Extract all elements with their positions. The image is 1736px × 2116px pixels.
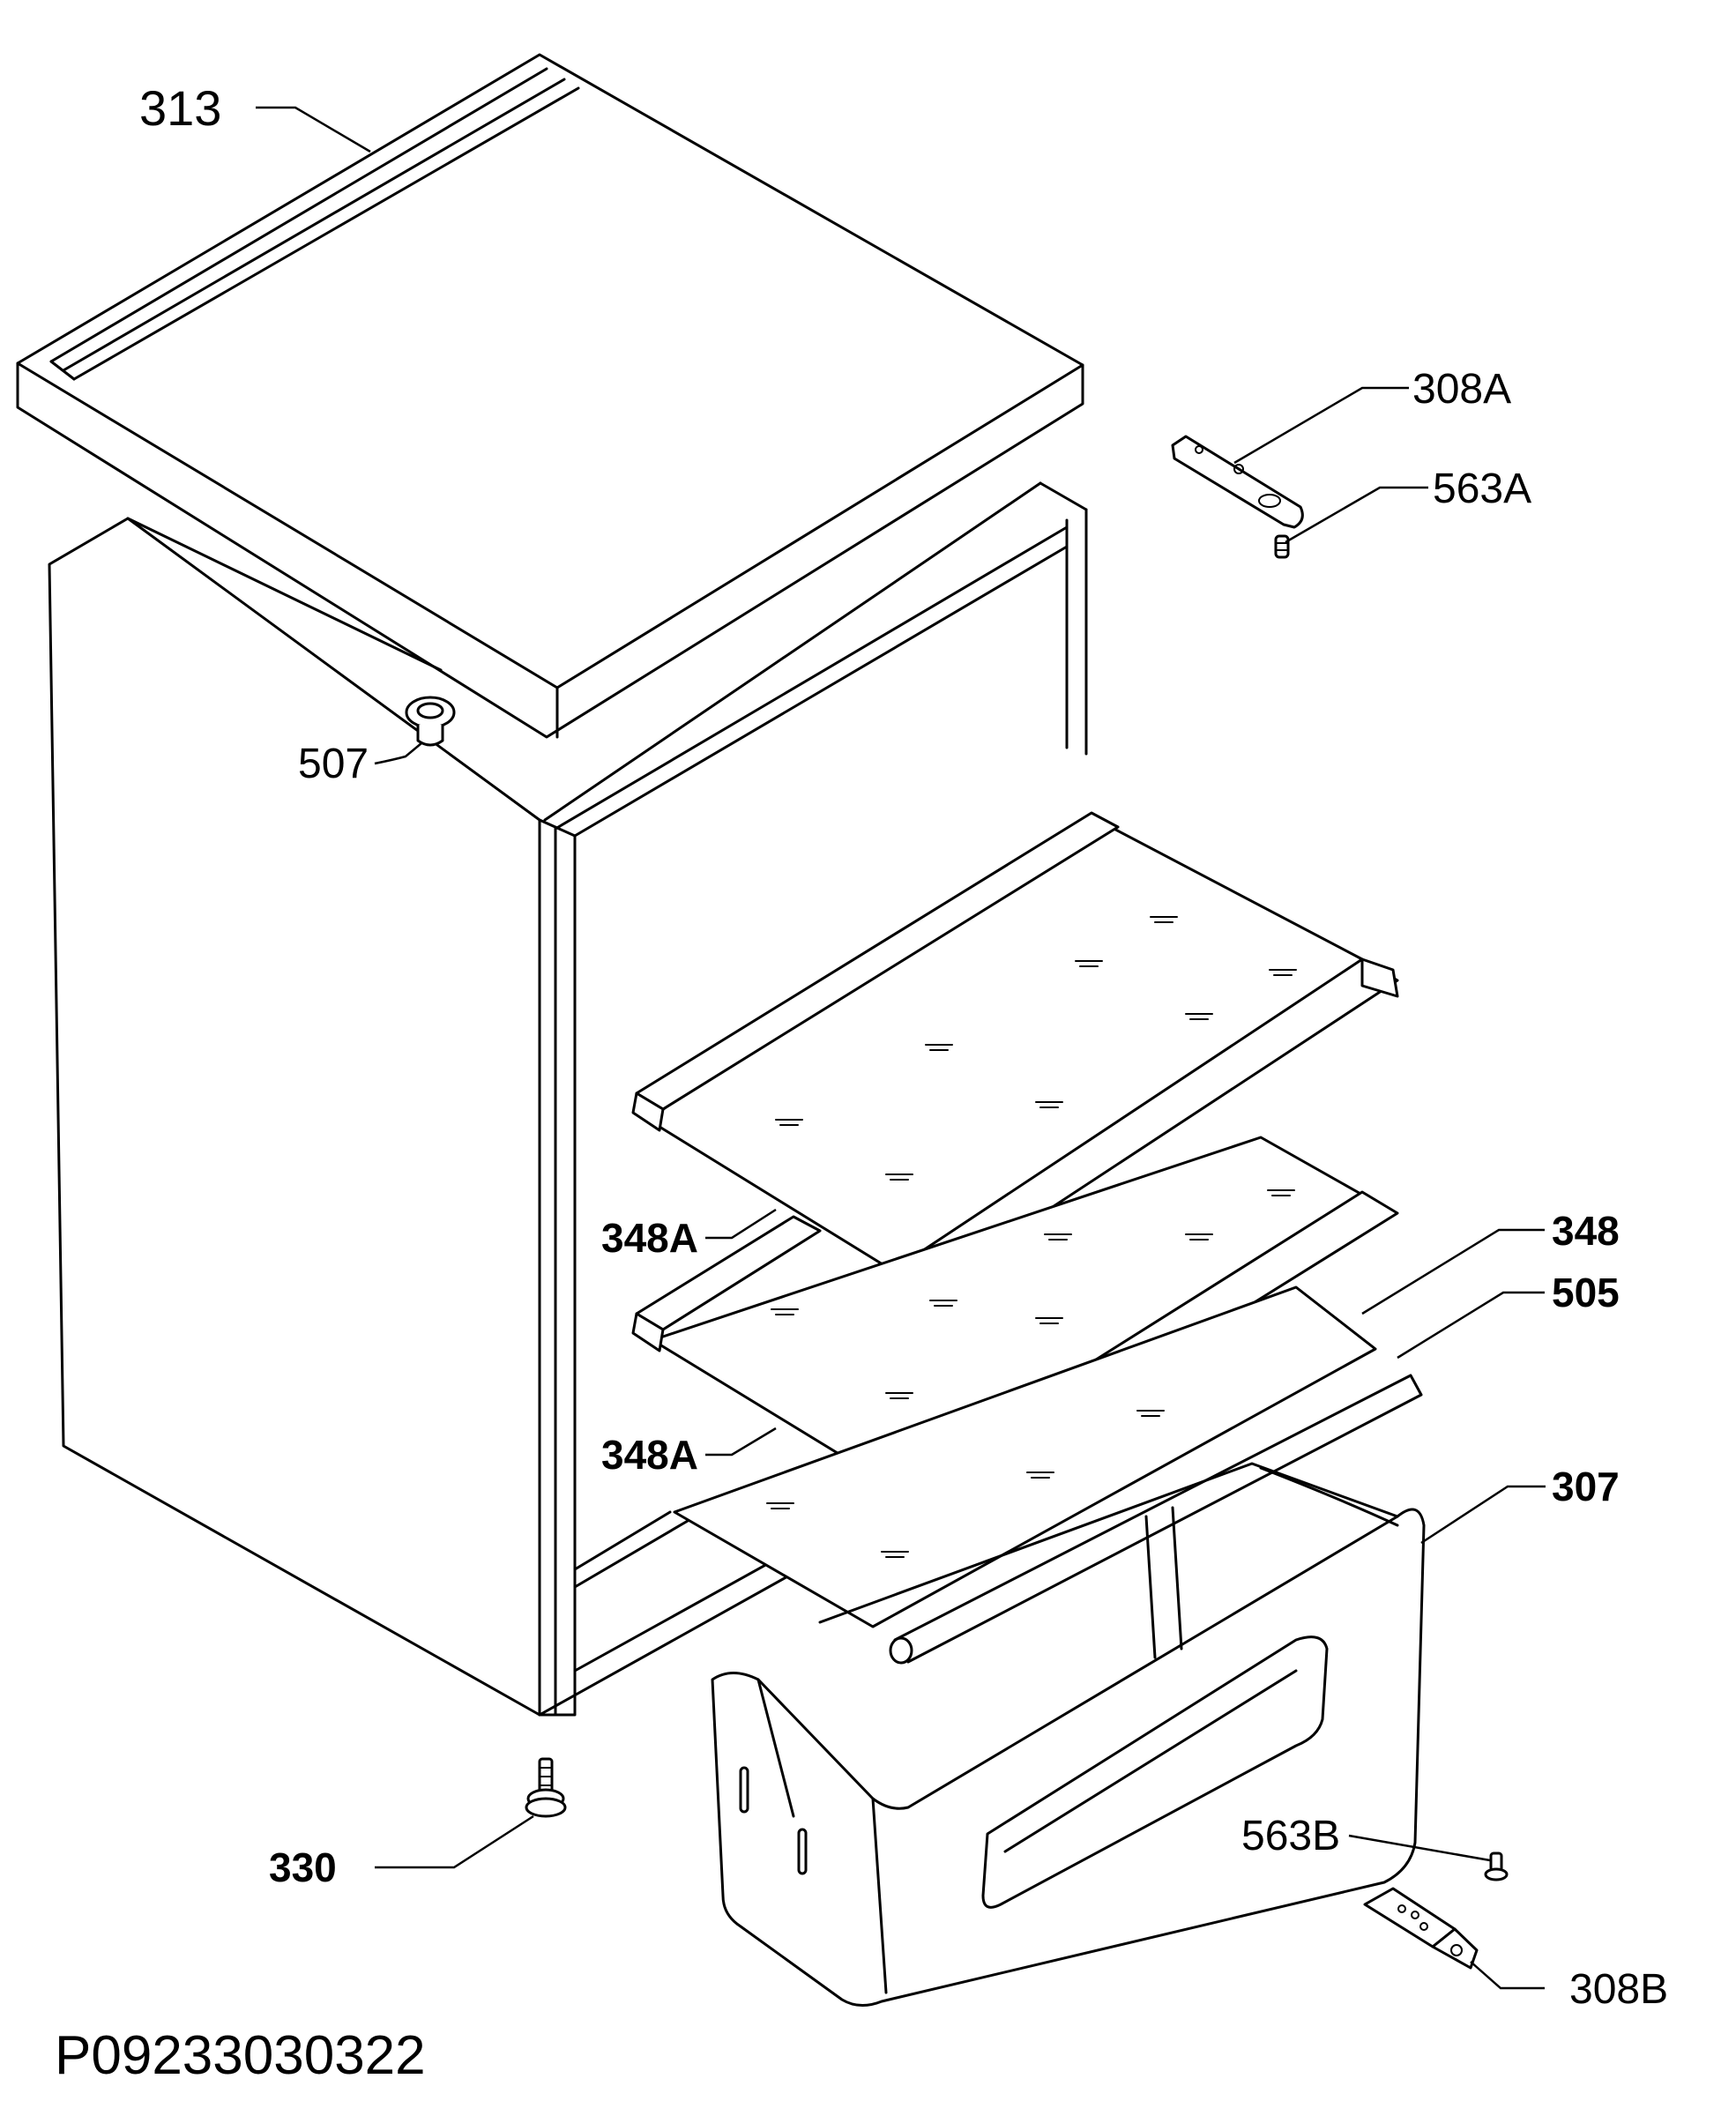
part-labels: 313 308A 563A 507 348A 348A 348 505 307 … (55, 80, 1668, 2086)
top-hinge-pin-icon (1274, 534, 1290, 559)
leader-lines (256, 106, 1546, 1990)
crisper-drawer (711, 1462, 1426, 2007)
cabinet-body (48, 481, 1088, 1717)
bottom-hinge-pin-icon (1484, 1852, 1509, 1881)
top-hinge-icon (1171, 435, 1304, 529)
label-348a-middle: 348A (601, 1432, 698, 1478)
label-330: 330 (269, 1844, 337, 1890)
label-507: 507 (298, 741, 369, 787)
label-348: 348 (1552, 1208, 1620, 1254)
label-505: 505 (1552, 1270, 1620, 1315)
label-308b: 308B (1569, 1966, 1668, 2013)
drawing-code: P09233030322 (55, 2025, 426, 2086)
label-348a-upper: 348A (601, 1215, 698, 1261)
label-563a: 563A (1433, 466, 1531, 512)
cover-plug-icon (405, 696, 456, 747)
label-308a: 308A (1412, 366, 1511, 413)
label-307: 307 (1552, 1464, 1620, 1509)
label-563b: 563B (1241, 1813, 1340, 1859)
glass-shelf-lower (673, 1285, 1377, 1628)
shelf-trim-strip (889, 1374, 1423, 1665)
top-cover (16, 53, 1084, 739)
label-313: 313 (139, 80, 221, 136)
adjustable-foot-icon (525, 1757, 567, 1818)
glass-shelf-upper (631, 811, 1399, 1300)
bottom-hinge-icon (1363, 1887, 1479, 1970)
